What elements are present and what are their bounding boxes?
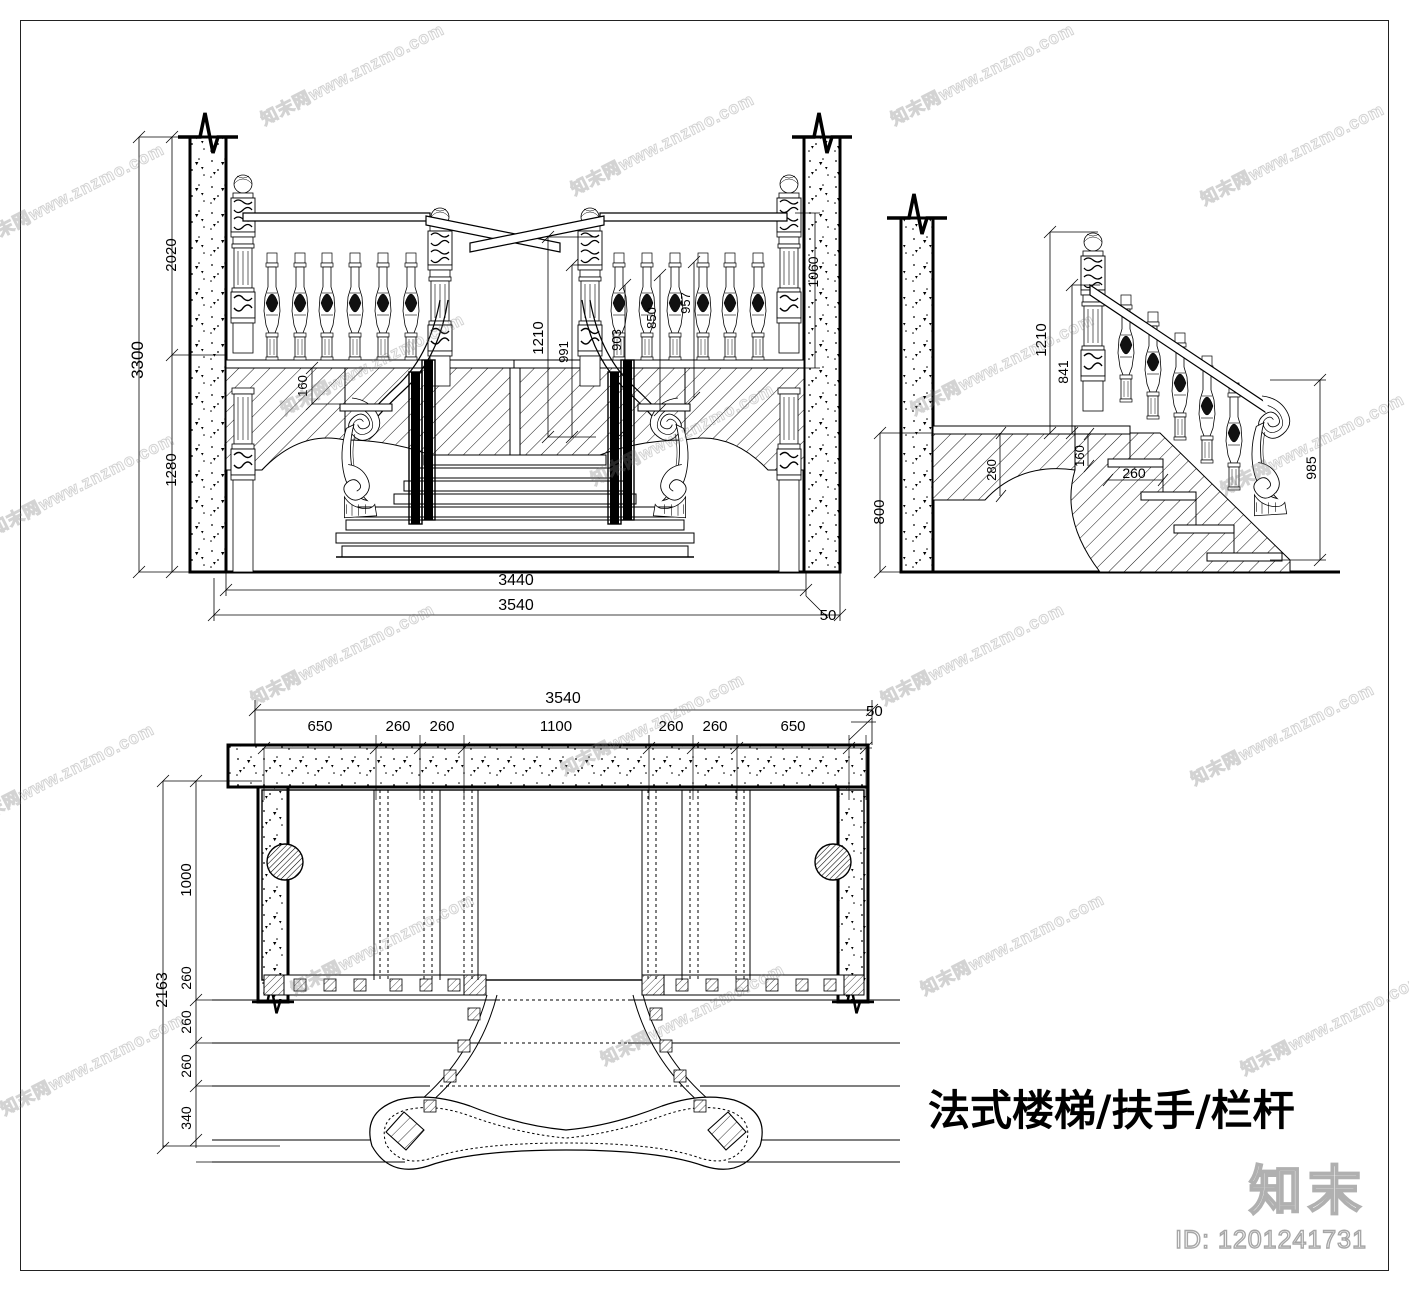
dim-front-right-rail: 1060 [805,256,821,287]
dim-front-baluster-c: 957 [678,292,693,314]
dim-side-rail-height: 841 [1055,360,1071,384]
front-elevation-group: 3300 2020 1280 160 1210 991 903 850 957 … [128,111,854,624]
brand-block: 知末 ID: 1201241731 [1174,1161,1367,1255]
dim-side-volute-height: 985 [1303,456,1319,480]
dim-front-baluster-a: 903 [609,329,624,351]
dim-plan-overall-depth: 2163 [154,972,171,1008]
dim-front-bottom-inner: 3440 [498,572,534,589]
dim-front-riser: 160 [295,375,310,397]
dim-plan-depth-2: 260 [178,966,194,990]
dim-plan-seg-3: 260 [429,718,454,735]
dim-plan-seg-7: 650 [780,718,805,735]
dim-side-slab-depth: 280 [984,459,999,481]
dim-plan-depth-4: 260 [178,1054,194,1078]
dim-plan-wall: 50 [866,703,883,720]
dim-front-baluster-b: 850 [644,307,659,329]
dim-side-tread: 260 [1122,465,1146,481]
side-elevation-group: 800 1210 841 280 160 260 985 [871,192,1340,579]
dim-front-bottom-outer: 3540 [498,597,534,614]
drawing-id: ID: 1201241731 [1174,1225,1367,1254]
dim-front-left-lower: 1280 [163,453,180,486]
dim-front-newel-b: 991 [556,341,571,363]
dim-plan-depth-5: 340 [178,1106,194,1130]
dim-front-wall-thickness: 50 [820,607,837,624]
plan-view-group: 3540 650 260 260 1100 260 260 650 50 [154,690,900,1170]
dim-plan-depth-3: 260 [178,1010,194,1034]
dim-plan-seg-5: 260 [658,718,683,735]
dim-plan-seg-6: 260 [702,718,727,735]
dim-side-newel-height: 1210 [1033,323,1050,356]
dim-side-floor-height: 800 [871,499,888,524]
drawing-title: 法式楼梯/扶手/栏杆 [928,1086,1295,1135]
dim-plan-seg-1: 650 [307,718,332,735]
dim-side-riser: 160 [1072,445,1087,467]
dim-plan-overall-width: 3540 [545,690,581,707]
dim-plan-seg-2: 260 [385,718,410,735]
dim-plan-seg-4: 1100 [540,718,572,735]
brand-logo: 知末 [1248,1161,1367,1222]
dim-front-newel-tall: 1210 [530,321,547,354]
dim-front-left-total: 3300 [128,341,147,379]
dim-front-left-upper: 2020 [163,238,180,271]
dim-plan-depth-1: 1000 [178,863,195,896]
